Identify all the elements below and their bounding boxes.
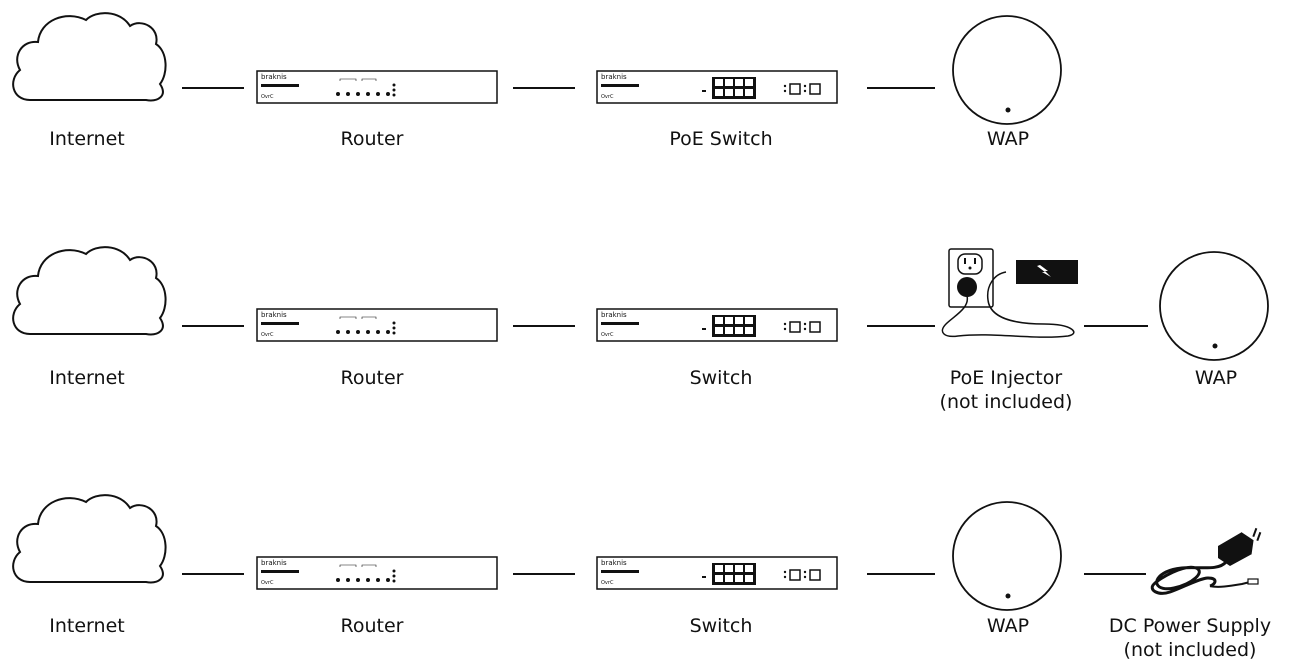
connection-line xyxy=(1084,573,1146,575)
connection-line xyxy=(867,573,935,575)
router-icon: braknis OvrC xyxy=(256,70,498,104)
svg-text:braknis: braknis xyxy=(261,73,287,81)
connection-line xyxy=(867,87,935,89)
wap-label: WAP xyxy=(986,615,1030,637)
svg-text:braknis: braknis xyxy=(601,559,627,567)
cloud-icon xyxy=(8,8,168,104)
router-label: Router xyxy=(340,367,404,389)
dc-power-label-line2: (not included) xyxy=(1123,639,1257,661)
wap-icon xyxy=(951,500,1063,612)
connection-line xyxy=(182,87,244,89)
svg-text:braknis: braknis xyxy=(601,73,627,81)
connection-line xyxy=(867,325,935,327)
switch-icon: braknis OvrC xyxy=(596,70,838,104)
connection-line xyxy=(182,573,244,575)
connection-line xyxy=(513,325,575,327)
svg-text:OvrC: OvrC xyxy=(601,94,614,100)
cloud-icon xyxy=(8,242,168,338)
svg-text:braknis: braknis xyxy=(261,311,287,319)
connection-line xyxy=(182,325,244,327)
dc-power-label-line1: DC Power Supply xyxy=(1108,615,1272,637)
svg-text:OvrC: OvrC xyxy=(261,94,274,100)
internet-label: Internet xyxy=(49,128,125,150)
connection-line xyxy=(513,573,575,575)
internet-label: Internet xyxy=(49,615,125,637)
svg-text:OvrC: OvrC xyxy=(261,332,274,338)
connection-line xyxy=(1084,325,1148,327)
svg-text:OvrC: OvrC xyxy=(601,332,614,338)
cloud-icon xyxy=(8,490,168,586)
connection-line xyxy=(513,87,575,89)
wap-icon xyxy=(1158,250,1270,362)
switch-label: Switch xyxy=(689,615,753,637)
internet-label: Internet xyxy=(49,367,125,389)
wap-label: WAP xyxy=(986,128,1030,150)
switch-label: PoE Switch xyxy=(669,128,773,150)
wap-icon xyxy=(951,14,1063,126)
switch-icon: braknis OvrC xyxy=(596,556,838,590)
dc-power-label: DC Power Supply (not included) xyxy=(1109,614,1271,662)
svg-text:braknis: braknis xyxy=(601,311,627,319)
poe-injector-icon xyxy=(934,244,1084,344)
switch-label: Switch xyxy=(689,367,753,389)
switch-icon: braknis OvrC xyxy=(596,308,838,342)
router-icon: braknis OvrC xyxy=(256,308,498,342)
wap-label: WAP xyxy=(1194,367,1238,389)
router-label: Router xyxy=(340,615,404,637)
injector-label-line1: PoE Injector xyxy=(949,367,1063,389)
dc-power-supply-icon xyxy=(1146,522,1264,602)
router-icon: braknis OvrC xyxy=(256,556,498,590)
injector-label: PoE Injector (not included) xyxy=(940,366,1073,414)
svg-text:braknis: braknis xyxy=(261,559,287,567)
svg-text:OvrC: OvrC xyxy=(601,580,614,586)
injector-label-line2: (not included) xyxy=(939,391,1073,413)
router-label: Router xyxy=(340,128,404,150)
svg-text:OvrC: OvrC xyxy=(261,580,274,586)
